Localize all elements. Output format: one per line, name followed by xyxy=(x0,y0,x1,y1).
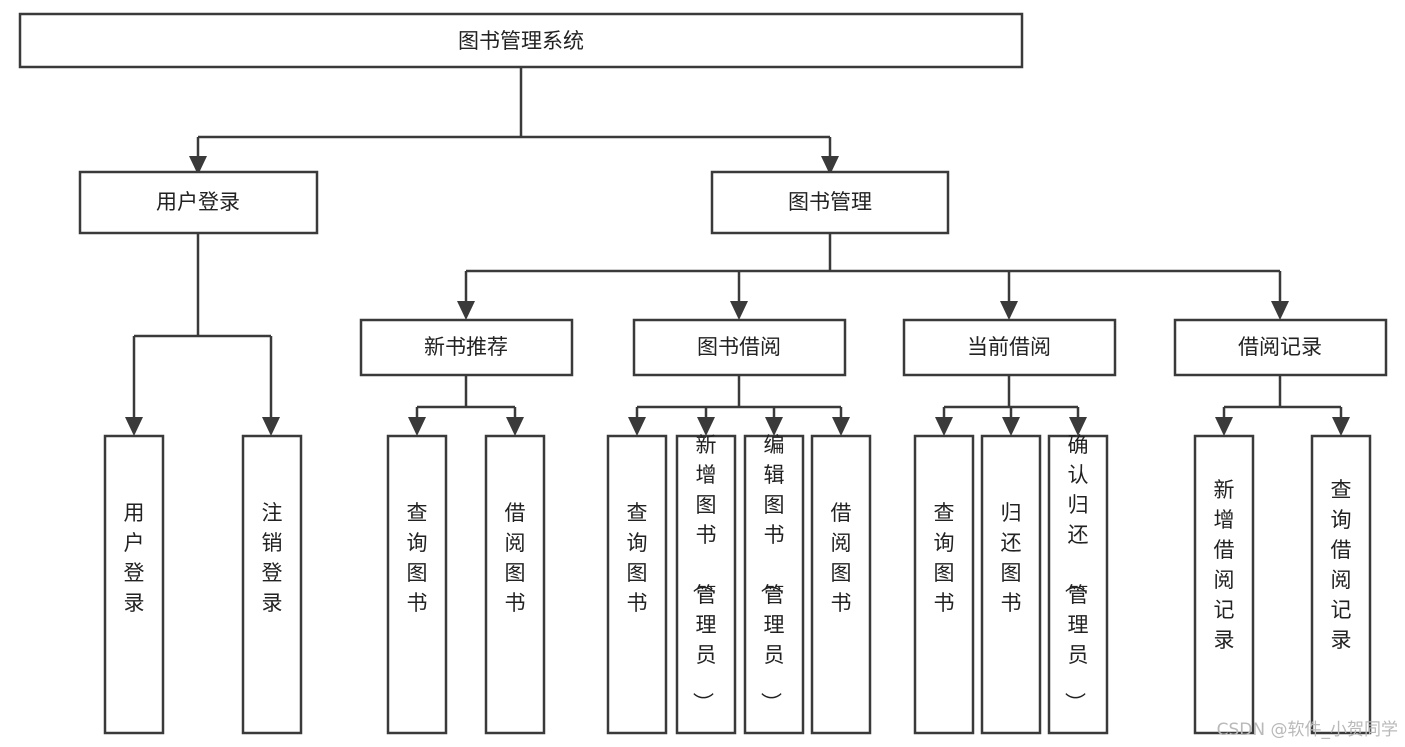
leaf-node-current-query-book[interactable]: 查询图书 xyxy=(913,434,975,735)
leaf-borrow-book-label: 借阅图书 xyxy=(831,501,852,615)
node-new-book-recommend-label: 新书推荐 xyxy=(424,335,508,359)
leaf-node-borrow-book[interactable]: 借阅图书 xyxy=(810,434,872,735)
leaf-node-add-book-admin[interactable]: 新增图书（管理员） xyxy=(675,433,737,735)
arrow-to-book-borrow xyxy=(730,301,748,320)
leaf-user-login-box[interactable] xyxy=(103,434,165,735)
node-borrow-record-label: 借阅记录 xyxy=(1238,335,1322,359)
node-current-borrow-box[interactable] xyxy=(902,318,1117,377)
leaf-new-book-query-box[interactable] xyxy=(386,434,448,735)
arrow-book-borrow-leaf-2 xyxy=(697,417,715,436)
node-book-borrow-box[interactable] xyxy=(632,318,847,377)
arrow-book-borrow-leaf-3 xyxy=(765,417,783,436)
leaf-new-book-borrow-label: 借阅图书 xyxy=(505,501,526,615)
leaf-logout-label: 注销登录 xyxy=(262,501,283,615)
arrow-to-leaf-logout xyxy=(262,417,280,436)
arrow-current-borrow-leaf-2 xyxy=(1002,417,1020,436)
node-root-box[interactable] xyxy=(18,12,1024,69)
leaf-node-confirm-return-admin[interactable]: 确认归还（管理员） xyxy=(1047,433,1109,735)
leaf-query-borrow-record-label: 查询借阅记录 xyxy=(1331,478,1352,652)
leaf-node-new-book-borrow[interactable]: 借阅图书 xyxy=(484,434,546,735)
arrow-borrow-record-leaf-2 xyxy=(1332,417,1350,436)
node-root-label: 图书管理系统 xyxy=(458,29,584,53)
leaf-current-query-book-label: 查询图书 xyxy=(934,501,955,615)
node-new-book-recommend[interactable]: 新书推荐 xyxy=(359,318,574,377)
arrow-new-book-leaf-1 xyxy=(408,417,426,436)
leaf-current-query-book-box[interactable] xyxy=(913,434,975,735)
leaf-node-new-book-query[interactable]: 查询图书 xyxy=(386,434,448,735)
leaf-return-book-box[interactable] xyxy=(980,434,1042,735)
leaf-add-book-admin-box[interactable] xyxy=(675,434,737,735)
arrow-current-borrow-leaf-3 xyxy=(1069,417,1087,436)
leaf-node-query-borrow-record[interactable]: 查询借阅记录 xyxy=(1310,434,1372,735)
node-current-borrow-label: 当前借阅 xyxy=(967,335,1051,359)
node-book-borrow-label: 图书借阅 xyxy=(697,335,781,359)
leaf-confirm-return-admin-label: 确认归还（管理员） xyxy=(1063,433,1089,713)
node-book-borrow[interactable]: 图书借阅 xyxy=(632,318,847,377)
arrow-book-borrow-leaf-4 xyxy=(832,417,850,436)
leaf-node-edit-book-admin[interactable]: 编辑图书（管理员） xyxy=(743,433,805,735)
arrow-to-leaf-user-login xyxy=(125,417,143,436)
leaf-new-book-query-label: 查询图书 xyxy=(407,501,428,615)
node-root-book-management-system[interactable]: 图书管理系统 xyxy=(18,12,1024,69)
leaf-borrow-query-book-box[interactable] xyxy=(606,434,668,735)
node-borrow-record-box[interactable] xyxy=(1173,318,1388,377)
leaf-node-return-book[interactable]: 归还图书 xyxy=(980,434,1042,735)
leaf-node-logout[interactable]: 注销登录 xyxy=(241,434,303,735)
leaf-node-user-login[interactable]: 用户登录 xyxy=(103,434,165,735)
leaf-add-book-admin-label: 新增图书（管理员） xyxy=(691,433,717,713)
leaf-user-login-label: 用户登录 xyxy=(124,501,145,615)
node-borrow-record[interactable]: 借阅记录 xyxy=(1173,318,1388,377)
node-book-management[interactable]: 图书管理 xyxy=(710,170,950,235)
arrow-to-borrow-record xyxy=(1271,301,1289,320)
leaf-node-borrow-query-book[interactable]: 查询图书 xyxy=(606,434,668,735)
arrow-borrow-record-leaf-1 xyxy=(1215,417,1233,436)
leaf-return-book-label: 归还图书 xyxy=(1001,501,1022,615)
leaf-add-borrow-record-label: 新增借阅记录 xyxy=(1214,478,1235,652)
leaf-confirm-return-admin-box[interactable] xyxy=(1047,434,1109,735)
node-new-book-recommend-box[interactable] xyxy=(359,318,574,377)
arrow-new-book-leaf-2 xyxy=(506,417,524,436)
arrow-to-new-book xyxy=(457,301,475,320)
connector-layer xyxy=(125,67,1350,436)
leaf-query-borrow-record-box[interactable] xyxy=(1310,434,1372,735)
arrow-book-borrow-leaf-1 xyxy=(628,417,646,436)
node-book-management-label: 图书管理 xyxy=(788,190,872,214)
leaf-new-book-borrow-box[interactable] xyxy=(484,434,546,735)
leaf-borrow-book-box[interactable] xyxy=(810,434,872,735)
leaf-edit-book-admin-label: 编辑图书（管理员） xyxy=(759,433,785,713)
leaf-logout-box[interactable] xyxy=(241,434,303,735)
node-book-management-box[interactable] xyxy=(710,170,950,235)
arrow-root-to-book-mgmt xyxy=(821,156,839,175)
leaf-edit-book-admin-box[interactable] xyxy=(743,434,805,735)
arrow-current-borrow-leaf-1 xyxy=(935,417,953,436)
leaf-node-add-borrow-record[interactable]: 新增借阅记录 xyxy=(1193,434,1255,735)
leaf-add-borrow-record-box[interactable] xyxy=(1193,434,1255,735)
node-user-login-label: 用户登录 xyxy=(156,190,240,214)
node-user-login[interactable]: 用户登录 xyxy=(78,170,319,235)
arrow-to-current-borrow xyxy=(1000,301,1018,320)
node-user-login-box[interactable] xyxy=(78,170,319,235)
csdn-watermark: CSDN @软件_小贺同学 xyxy=(1217,720,1398,740)
arrow-root-to-user-login xyxy=(189,156,207,175)
leaf-borrow-query-book-label: 查询图书 xyxy=(627,501,648,615)
node-current-borrow[interactable]: 当前借阅 xyxy=(902,318,1117,377)
